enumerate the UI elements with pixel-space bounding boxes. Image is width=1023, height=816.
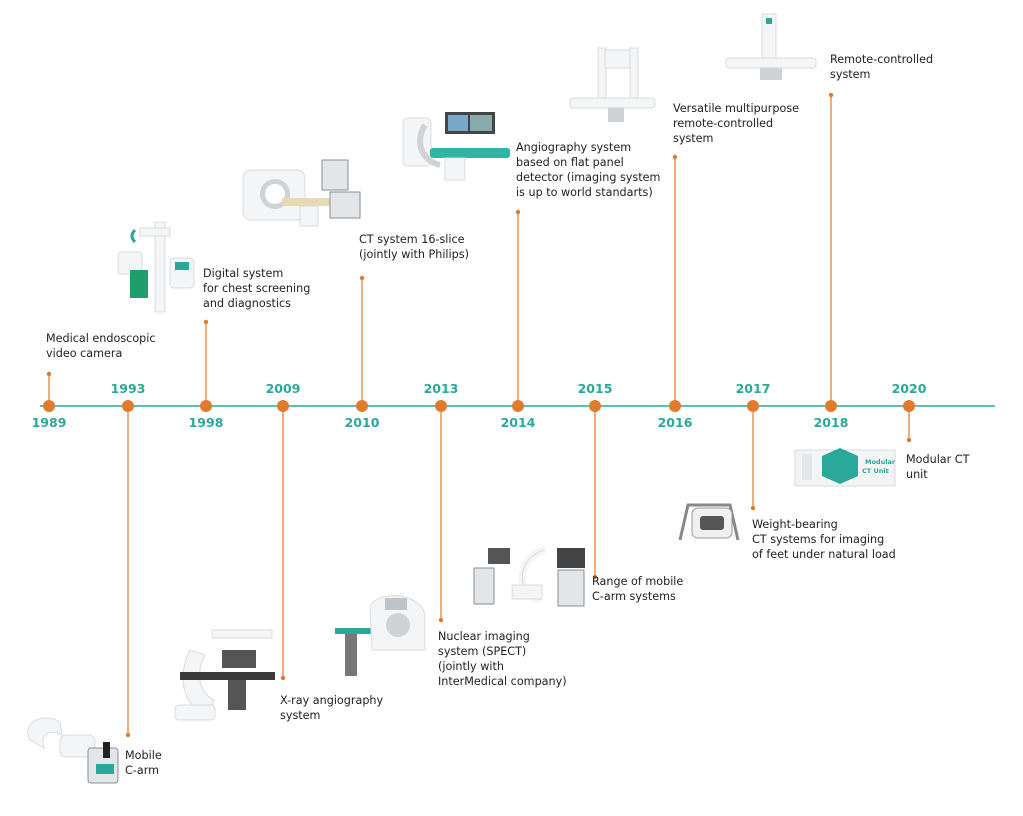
- caption-line: video camera: [46, 347, 123, 360]
- device-text-ct-unit: CT Unit: [862, 467, 889, 475]
- connector-end-dot: [515, 209, 521, 215]
- connector-end-dot: [828, 92, 834, 98]
- caption-line: Medical endoscopic: [46, 332, 156, 345]
- timeline-node-2016: [669, 400, 681, 412]
- connector-end-dot: [359, 275, 365, 281]
- caption-line: Mobile: [125, 749, 162, 762]
- caption-line: system: [673, 132, 714, 145]
- caption-line: and diagnostics: [203, 297, 292, 310]
- timeline-node-2015: [589, 400, 601, 412]
- caption-line: Nuclear imaging: [438, 630, 530, 643]
- timeline-node-2017: [747, 400, 759, 412]
- timeline-node-2009: [277, 400, 289, 412]
- caption-1998: Digital system for chest screening and dia…: [203, 266, 310, 311]
- ct-scanner-icon: [242, 159, 361, 227]
- timeline-node-1998: [200, 400, 212, 412]
- chest-xray-icon: [117, 221, 195, 313]
- caption-line: remote-controlled: [673, 117, 774, 130]
- weight-bearing-ct-icon: [678, 503, 740, 541]
- caption-line: Modular CT: [906, 453, 970, 466]
- caption-line: C-arm systems: [592, 590, 676, 603]
- caption-line: system: [280, 709, 321, 722]
- caption-2017: Weight-bearing CT systems for imaging of f…: [752, 517, 896, 562]
- caption-line: system (SPECT): [438, 645, 527, 658]
- caption-2020: Modular CT unit: [906, 452, 969, 482]
- connector-end-dot: [750, 505, 756, 511]
- year-label-1993: 1993: [110, 381, 146, 396]
- remote-controlled-icon: [725, 13, 817, 80]
- caption-2018: Remote-controlled system: [830, 52, 933, 82]
- caption-2010: CT system 16-slice (jointly with Philips): [359, 232, 469, 262]
- connector-end-dot: [203, 319, 209, 325]
- connector-end-dot: [592, 574, 598, 580]
- caption-2013: Nuclear imaging system (SPECT) (jointly wi…: [438, 629, 567, 689]
- year-label-2020: 2020: [891, 381, 927, 396]
- device-text-modular: Modular: [865, 458, 896, 466]
- caption-line: unit: [906, 468, 928, 481]
- caption-line: (jointly with: [438, 660, 504, 673]
- caption-line: (jointly with Philips): [359, 248, 469, 261]
- caption-2016: Versatile multipurpose remote-controlled s…: [673, 101, 799, 146]
- year-label-2015: 2015: [577, 381, 613, 396]
- caption-line: CT systems for imaging: [752, 533, 885, 546]
- caption-line: Remote-controlled: [830, 53, 934, 66]
- timeline-node-2020: [903, 400, 915, 412]
- caption-line: Digital system: [203, 267, 284, 280]
- year-label-2017: 2017: [735, 381, 771, 396]
- year-label-2009: 2009: [265, 381, 301, 396]
- caption-line: Range of mobile: [592, 575, 684, 588]
- caption-line: Angiography system: [516, 141, 632, 154]
- caption-line: system: [830, 68, 871, 81]
- connector-end-dot: [672, 154, 678, 160]
- caption-line: based on flat panel: [516, 156, 624, 169]
- caption-line: X-ray angiography: [280, 694, 384, 707]
- year-label-2016: 2016: [657, 415, 693, 430]
- timeline-node-2013: [435, 400, 447, 412]
- spect-icon: [335, 595, 426, 676]
- year-label-2018: 2018: [813, 415, 849, 430]
- connector-end-dot: [280, 675, 286, 681]
- caption-line: is up to world standarts): [516, 186, 653, 199]
- caption-line: for chest screening: [203, 282, 311, 295]
- timeline-node-1989: [43, 400, 55, 412]
- connector-end-dot: [438, 617, 444, 623]
- caption-2009: X-ray angiography system: [280, 693, 383, 723]
- multipurpose-rc-icon: [569, 47, 656, 122]
- caption-line: InterMedical company): [438, 675, 567, 688]
- timeline-node-2014: [512, 400, 524, 412]
- caption-line: CT system 16-slice: [359, 233, 465, 246]
- caption-line: of feet under natural load: [752, 548, 896, 561]
- caption-2014: Angiography system based on flat panel det…: [516, 140, 660, 200]
- caption-1989: Medical endoscopic video camera: [46, 331, 156, 361]
- year-label-2014: 2014: [500, 415, 536, 430]
- timeline-node-2018: [825, 400, 837, 412]
- angiography-icon: [174, 629, 275, 721]
- connector-end-dot: [46, 371, 52, 377]
- caption-line: detector (imaging system: [516, 171, 661, 184]
- timeline-node-2010: [356, 400, 368, 412]
- timeline-node-1993: [122, 400, 134, 412]
- year-label-1989: 1989: [31, 415, 67, 430]
- caption-line: C-arm: [125, 764, 160, 777]
- flat-panel-angio-icon: [402, 112, 510, 181]
- caption-line: Weight-bearing: [752, 518, 838, 531]
- c-arm-icon: [27, 717, 119, 784]
- year-label-2010: 2010: [344, 415, 380, 430]
- year-label-1998: 1998: [188, 415, 224, 430]
- timeline-nodes: [43, 400, 915, 412]
- mobile-c-arm-range-icon: [473, 546, 585, 607]
- connector-end-dot: [125, 732, 131, 738]
- year-label-2013: 2013: [423, 381, 459, 396]
- connector-end-dot: [906, 437, 912, 443]
- caption-line: Versatile multipurpose: [673, 102, 800, 115]
